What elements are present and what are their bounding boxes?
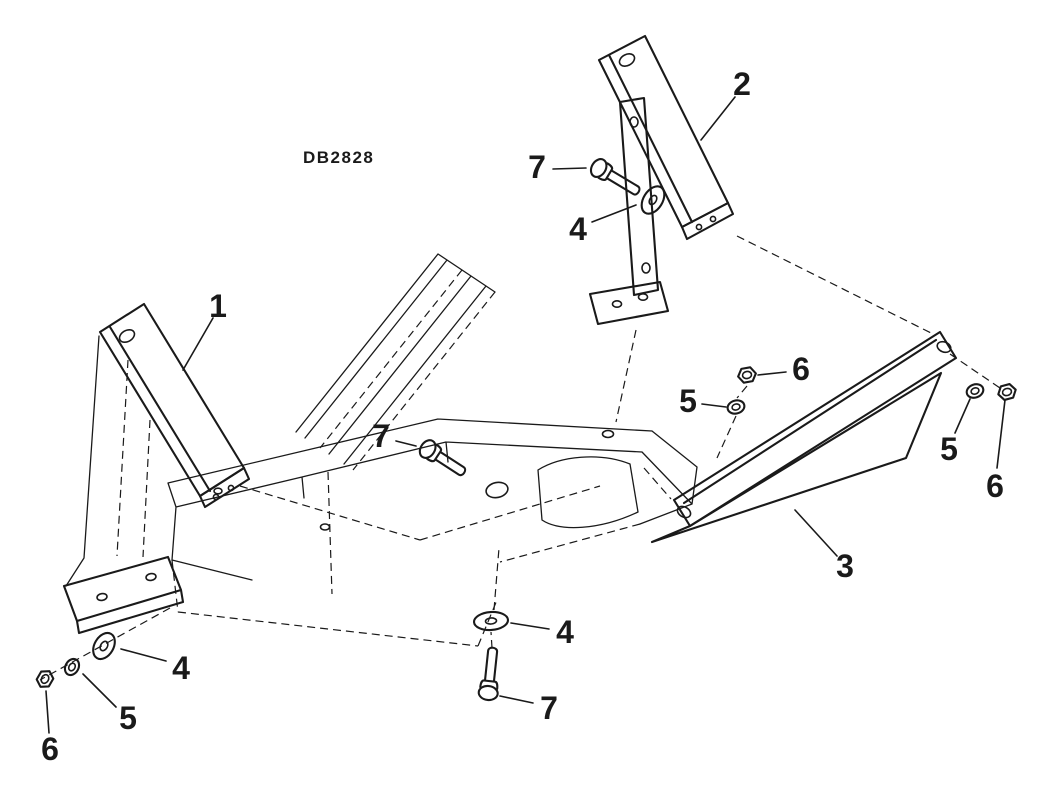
- washer-inner: [731, 403, 741, 411]
- washer-outer: [965, 383, 985, 399]
- bracket-1-foot-hole: [145, 572, 157, 582]
- callout-6-right-label: 6: [986, 468, 1004, 504]
- lock-washer-5-right: [965, 383, 985, 399]
- washer-4-lower-center: [472, 610, 510, 632]
- callout-4-upper-label: 4: [569, 211, 587, 247]
- nut-hole: [40, 673, 50, 685]
- bracket-2-end-face: [680, 201, 735, 241]
- washer-outer: [63, 657, 81, 677]
- nut-6-center: [737, 366, 757, 384]
- bracket-2-strap: [618, 96, 660, 297]
- drawing-code: DB2828: [303, 148, 374, 167]
- callout-leader-lines: [45, 96, 1006, 734]
- bolt-shaft: [479, 646, 499, 690]
- bracket-2-strap-hole: [629, 116, 639, 128]
- bracket-2-top-hole: [618, 53, 636, 67]
- nut-body: [35, 670, 55, 688]
- bolt-7-upper: [589, 158, 641, 196]
- bracket-2-end-hole: [709, 215, 717, 223]
- nut-6-right: [997, 383, 1017, 401]
- bracket-1-support-hidden: [116, 359, 151, 558]
- washer-outer: [640, 185, 666, 215]
- bracket-2-strap-hole: [641, 262, 651, 274]
- bolt-7-center: [418, 439, 467, 477]
- bracket-1-foot-hole: [96, 592, 108, 602]
- callout-5-center-label: 5: [679, 383, 697, 419]
- washer-inner: [484, 617, 498, 625]
- callout-5-right-label: 5: [940, 431, 958, 467]
- frame-assembly: [167, 253, 698, 647]
- callout-7-upper-label: 7: [528, 149, 546, 185]
- callout-labels: 1 2 3 4 4 4 5 5 5 6 6 6 7 7 7: [41, 66, 1004, 767]
- nut-6-lower-left: [35, 670, 55, 688]
- bolt-shaft: [597, 162, 641, 196]
- bolt-head: [418, 439, 437, 459]
- washer-inner: [648, 194, 658, 206]
- washer-outer: [472, 610, 510, 632]
- bolt-shaft: [426, 443, 467, 477]
- washer-inner: [67, 662, 77, 672]
- bracket-1-support-edge: [65, 335, 100, 587]
- bracket-2-foot-hole: [611, 299, 623, 308]
- callout-6-center-label: 6: [792, 351, 810, 387]
- frame-upright-tubes-hidden: [319, 269, 496, 471]
- bracket-1-top-hole: [118, 328, 136, 344]
- washer-inner: [99, 640, 109, 652]
- bracket-2-foot-hole: [637, 292, 649, 301]
- washer-outer: [92, 631, 116, 661]
- bolt-head: [589, 158, 608, 178]
- brace-3-plate: [650, 371, 943, 544]
- bracket-1-end-face: [198, 466, 251, 509]
- bolt-head: [477, 684, 499, 702]
- bracket-part-1: [62, 302, 251, 635]
- nut-hole: [1001, 387, 1013, 397]
- bracket-2-foot: [588, 280, 670, 326]
- callout-7-lower-label: 7: [540, 690, 558, 726]
- bracket-part-2: [588, 34, 735, 326]
- frame-bolt-hole: [485, 481, 509, 499]
- alignment-lines: [39, 235, 1001, 681]
- nut-body: [997, 383, 1017, 401]
- callout-7-center-label: 7: [372, 418, 390, 454]
- bracket-1-end-hole: [227, 484, 235, 492]
- brace-part-3: [650, 330, 958, 544]
- frame-outline-lines: [167, 418, 698, 581]
- washer-inner: [970, 387, 980, 395]
- frame-hole: [319, 523, 331, 531]
- bracket-2-end-hole: [695, 223, 703, 231]
- callout-1-label: 1: [209, 288, 227, 324]
- frame-upright-tubes: [295, 253, 496, 465]
- callout-3-label: 3: [836, 548, 854, 584]
- washer-4-lower-left: [92, 631, 116, 661]
- frame-hole: [601, 429, 615, 439]
- frame-hidden-lines: [171, 471, 641, 647]
- callout-2-label: 2: [733, 66, 751, 102]
- callout-4-lower-center-label: 4: [556, 614, 574, 650]
- nut-hole: [741, 370, 753, 380]
- lock-washer-5-lower-left: [63, 657, 81, 677]
- callout-4-lower-left-label: 4: [172, 650, 190, 686]
- brace-3-bar: [672, 330, 958, 528]
- washer-4-upper: [640, 185, 666, 215]
- frame-hole: [213, 487, 223, 495]
- nut-body: [737, 366, 757, 384]
- bracket-1-end-hole: [212, 493, 220, 501]
- brace-3-right-hole: [936, 340, 952, 354]
- bracket-1-foot: [62, 555, 185, 635]
- callout-6-lower-left-label: 6: [41, 731, 59, 767]
- bolt-7-lower: [477, 646, 499, 702]
- callout-5-lower-left-label: 5: [119, 700, 137, 736]
- brace-3-left-hole: [676, 505, 692, 519]
- lock-washer-5-center: [726, 399, 746, 415]
- washer-outer: [726, 399, 746, 415]
